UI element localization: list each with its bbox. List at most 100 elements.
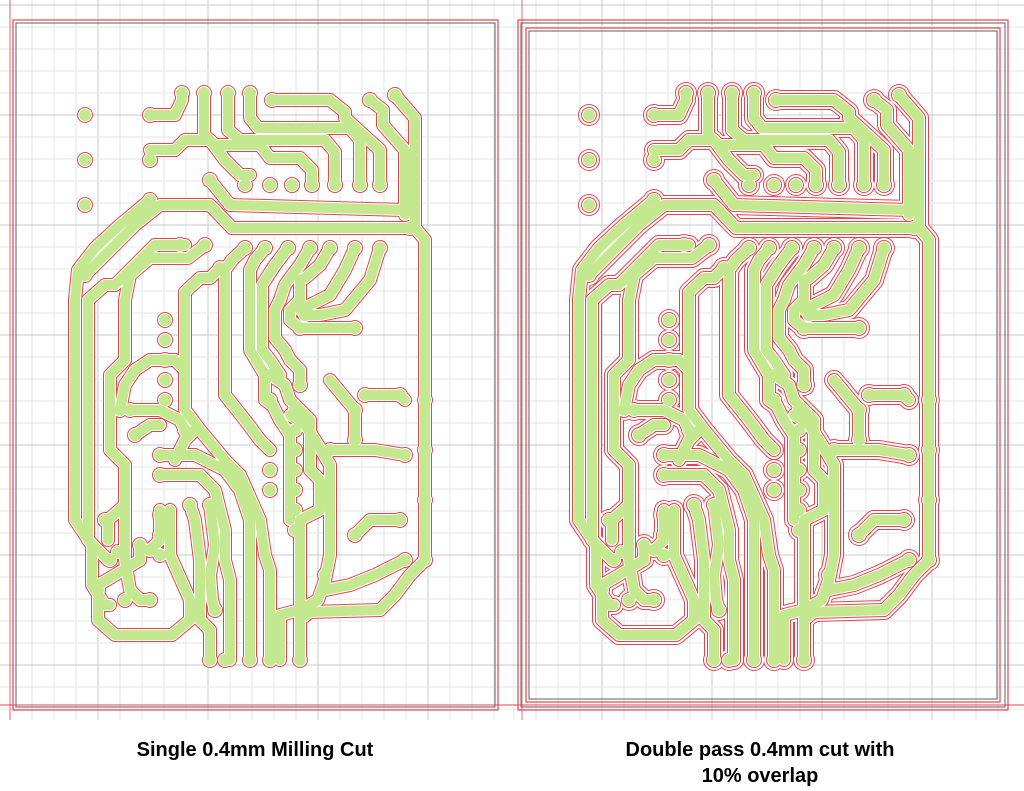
copper-pad — [214, 262, 226, 274]
copper-trace — [674, 425, 704, 465]
copper-pad — [603, 514, 615, 526]
copper-pad — [768, 484, 780, 496]
copper-pad — [289, 424, 301, 436]
copper-pad — [129, 429, 141, 441]
copper-pad — [898, 389, 910, 401]
copper-trace — [390, 90, 420, 233]
copper-pad — [289, 524, 301, 536]
copper-trace — [365, 95, 410, 217]
copper-pad — [79, 109, 91, 121]
copper-pad — [79, 269, 91, 281]
copper-pad — [144, 154, 156, 166]
copper-pad — [768, 464, 780, 476]
copper-pad — [374, 179, 386, 191]
copper-pad — [184, 499, 196, 511]
copper-trace — [83, 240, 190, 565]
copper-pad — [678, 239, 690, 251]
copper-pad — [264, 484, 276, 496]
copper-pad — [419, 394, 431, 406]
copper-pad — [658, 449, 670, 461]
copper-pad — [419, 554, 431, 566]
copper-pad — [199, 239, 211, 251]
copper-pad — [359, 389, 371, 401]
copper-pad — [878, 242, 890, 254]
copper-pad — [798, 379, 810, 391]
copper-pad — [583, 154, 595, 166]
copper-pad — [92, 584, 104, 596]
copper-pad — [663, 314, 675, 326]
copper-pad — [583, 109, 595, 121]
copper-trace — [410, 223, 430, 305]
copper-pad — [828, 444, 840, 456]
copper-trace — [220, 243, 275, 455]
copper-pad — [703, 239, 715, 251]
copper-pad — [786, 242, 798, 254]
copper-trace — [275, 410, 335, 665]
copper-pad — [858, 179, 870, 191]
copper-pad — [282, 242, 294, 254]
copper-pad — [702, 87, 714, 99]
copper-pad — [743, 242, 755, 254]
copper-pad — [349, 434, 361, 446]
copper-pad — [319, 569, 331, 581]
copper-pad — [154, 529, 166, 541]
copper-pad — [239, 242, 251, 254]
copper-pad — [583, 199, 595, 211]
copper-trace — [587, 240, 694, 565]
copper-pad — [124, 404, 136, 416]
caption-single-pass: Single 0.4mm Milling Cut — [136, 739, 374, 761]
copper-pad — [174, 239, 186, 251]
copper-pad — [354, 179, 366, 191]
copper-pad — [264, 654, 276, 666]
copper-pad — [399, 554, 411, 566]
copper-pad — [763, 242, 775, 254]
copper-pad — [198, 87, 210, 99]
copper-trace — [155, 470, 235, 665]
outline-path — [520, 22, 1006, 708]
copper-trace — [869, 95, 914, 217]
copper-trace — [749, 90, 869, 190]
copper-trace — [619, 355, 694, 415]
copper-pad — [878, 179, 890, 191]
copper-trace — [771, 95, 889, 190]
copper-pad — [264, 369, 276, 381]
copper-trace — [824, 555, 914, 595]
copper-pad — [823, 569, 835, 581]
copper-pad — [793, 524, 805, 536]
copper-pad — [903, 206, 915, 218]
copper-pad — [713, 604, 725, 616]
copper-pad — [793, 444, 805, 456]
copper-pad — [718, 262, 730, 274]
copper-trace — [659, 470, 739, 665]
copper-pad — [159, 394, 171, 406]
copper-pad — [159, 314, 171, 326]
copper-pad — [808, 242, 820, 254]
copper-pad — [863, 389, 875, 401]
copper-trace — [854, 515, 909, 540]
copper-pad — [648, 109, 660, 121]
copper-pad — [853, 529, 865, 541]
copper-pad — [159, 374, 171, 386]
copper-pad — [294, 379, 306, 391]
copper-trace — [115, 355, 190, 415]
copper-trace — [205, 500, 220, 615]
copper-pad — [289, 484, 301, 496]
outline-path — [12, 19, 499, 711]
copper-trace — [634, 420, 669, 440]
copper-pad — [908, 222, 920, 234]
copper-pad — [658, 469, 670, 481]
copper-trace — [727, 90, 844, 190]
copper-pad — [663, 394, 675, 406]
copper-trace — [120, 495, 155, 605]
copper-pad — [768, 394, 780, 406]
toolpaths-double — [569, 82, 940, 671]
copper-trace — [265, 395, 295, 525]
copper-pad — [798, 654, 810, 666]
copper-pad — [154, 509, 166, 521]
copper-pad — [266, 94, 278, 106]
copper-pad — [658, 549, 670, 561]
copper-trace — [584, 200, 919, 280]
copper-trace — [223, 90, 340, 190]
copper-pad — [244, 87, 256, 99]
copper-trace — [265, 370, 325, 665]
